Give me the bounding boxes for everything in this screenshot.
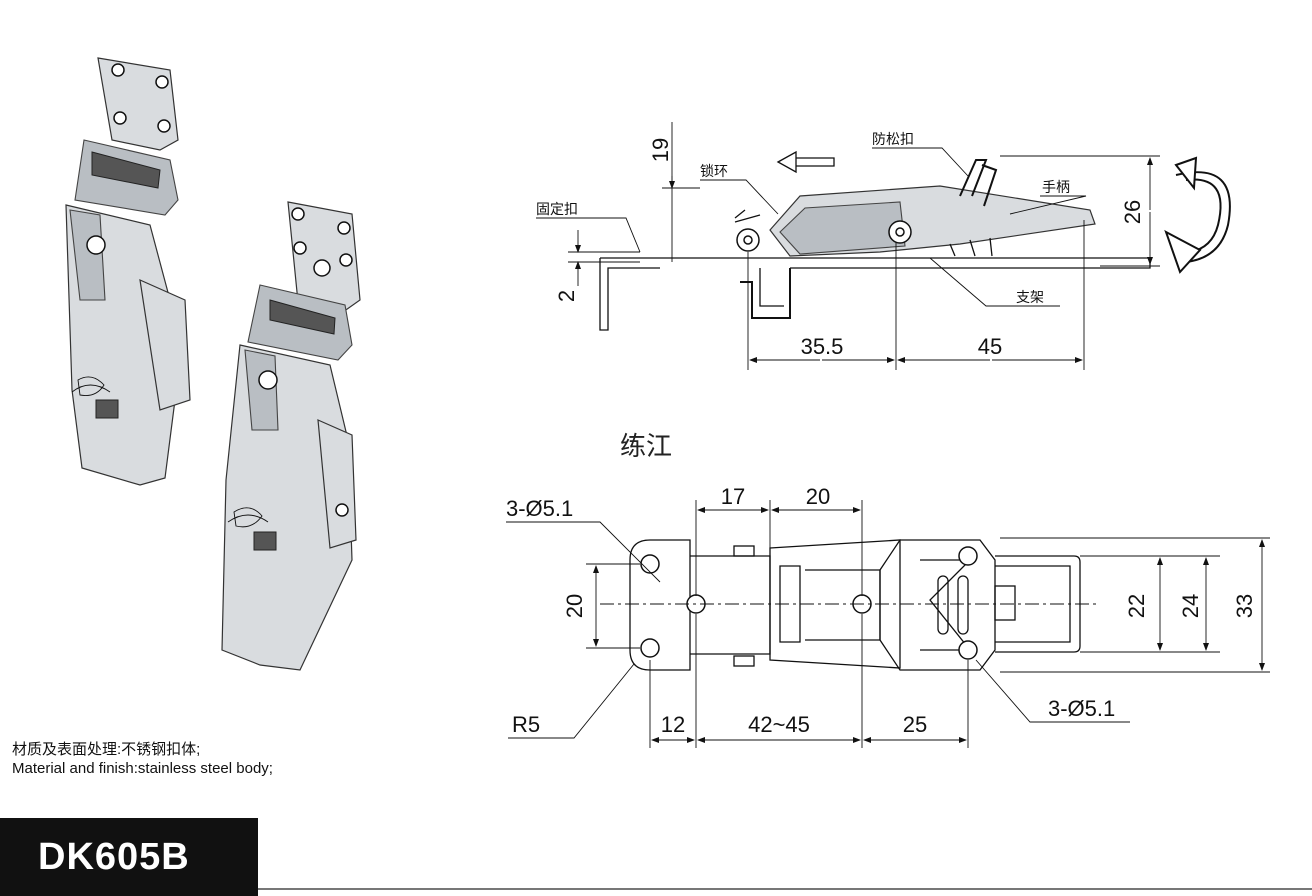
bottom-divider — [258, 888, 1312, 890]
direction-arrow-icon — [776, 150, 835, 174]
dim-17: 17 — [721, 484, 745, 509]
label-anti-loose: 防松扣 — [872, 132, 914, 148]
dim-24: 24 — [1178, 594, 1203, 618]
dim-19: 19 — [648, 138, 673, 162]
dim-20-top: 20 — [806, 484, 830, 509]
material-description: 材质及表面处理:不锈钢扣体; Material and finish:stain… — [12, 740, 273, 778]
latch-illustration — [65, 57, 361, 671]
dim-20-left: 20 — [562, 594, 587, 618]
dim-33: 33 — [1232, 594, 1257, 618]
dim-hole-right: 3-Ø5.1 — [1048, 696, 1115, 721]
model-badge: DK605B — [0, 818, 258, 896]
label-lock-ring: 锁环 — [700, 164, 728, 180]
label-fixed-buckle: 固定扣 — [536, 202, 578, 218]
dim-26: 26 — [1120, 200, 1145, 224]
material-line-en: Material and finish:stainless steel body… — [12, 760, 273, 777]
model-number: DK605B — [38, 835, 190, 878]
dim-42-45: 42~45 — [748, 712, 810, 737]
dim-hole-left: 3-Ø5.1 — [506, 496, 573, 521]
side-view-drawing: 19 2 26 35.5 45 固定扣 锁环 防松扣 手柄 支架 — [536, 122, 1231, 370]
label-handle: 手柄 — [1042, 180, 1070, 196]
dim-22: 22 — [1124, 594, 1149, 618]
dim-2: 2 — [554, 290, 579, 302]
dim-45: 45 — [978, 334, 1002, 359]
dim-12: 12 — [661, 712, 685, 737]
rotate-arrow-icon — [1164, 156, 1231, 274]
material-line-cn: 材质及表面处理:不锈钢扣体; — [12, 741, 201, 758]
label-bracket: 支架 — [1016, 290, 1044, 306]
top-view-drawing: 17 20 3-Ø5.1 20 R5 12 42~45 25 3-Ø5.1 — [506, 484, 1270, 748]
dim-35-5: 35.5 — [801, 334, 844, 359]
watermark-text: 练江 — [620, 432, 673, 462]
dim-25: 25 — [903, 712, 927, 737]
dim-r5: R5 — [512, 712, 540, 737]
